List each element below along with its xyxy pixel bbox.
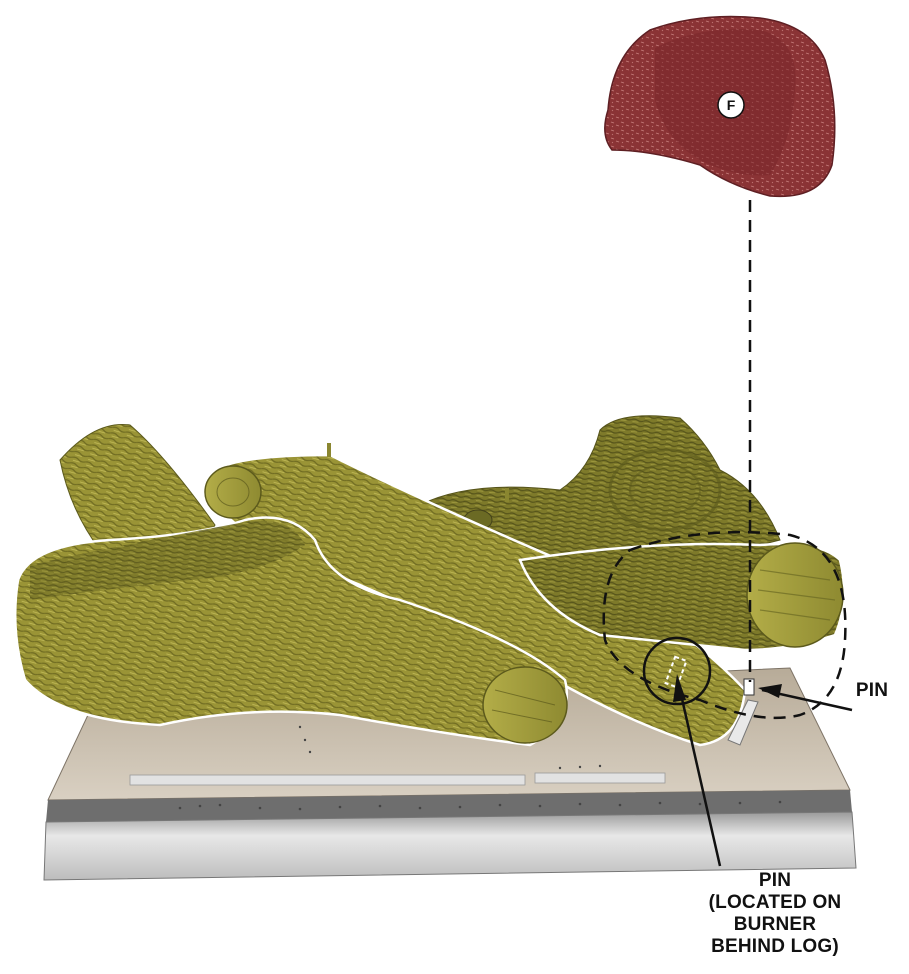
pin-label-bottom-line-1: PIN <box>670 870 880 892</box>
pin-label-bottom-line-4: BEHIND LOG) <box>670 936 880 958</box>
pin-label-bottom-line-3: BURNER <box>670 914 880 936</box>
diagonal-log-end <box>205 466 261 518</box>
top-log-f: F <box>605 17 835 197</box>
burner-rail-right <box>535 773 665 783</box>
burner-rail-left <box>130 775 525 785</box>
pin-label-bottom-line-2: (LOCATED ON <box>670 892 880 914</box>
pin-label-bottom: PIN (LOCATED ON BURNER BEHIND LOG) <box>670 870 880 958</box>
log-f-badge-letter: F <box>727 97 736 113</box>
pin-label-right: PIN <box>840 680 904 702</box>
